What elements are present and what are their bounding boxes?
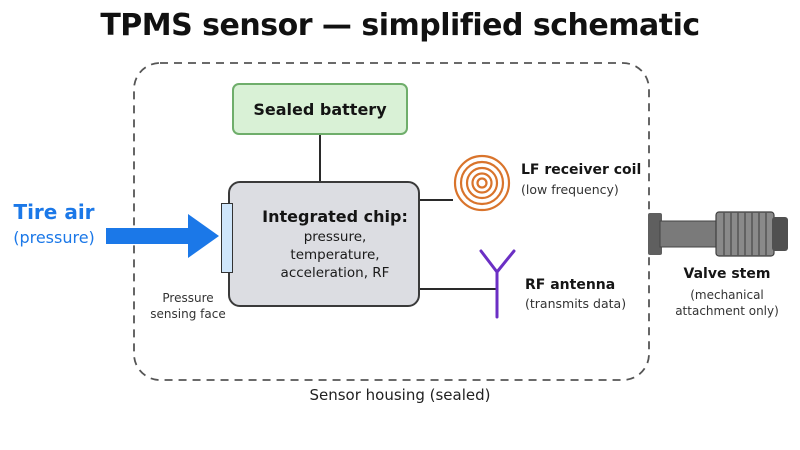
sealed-battery-box: Sealed battery (232, 83, 408, 135)
chip-line-temperature: temperature, (290, 246, 380, 263)
tire-air-title: Tire air (13, 200, 95, 224)
valve-stem-title: Valve stem (683, 266, 771, 282)
chip-line-acceleration: acceleration, RF (280, 264, 390, 281)
rf-antenna-subtitle: (transmits data) (525, 296, 627, 311)
chip-line-pressure: pressure, (303, 228, 367, 245)
valve-stem-icon (648, 211, 788, 257)
valve-stem-subtitle-line-1: (mechanical (690, 288, 764, 302)
lf-coil-title: LF receiver coil (521, 162, 642, 178)
pressure-sensing-face (221, 203, 233, 273)
sensing-face-label-line-2: sensing face (150, 307, 226, 321)
chip-title: Integrated chip: (262, 206, 408, 226)
rf-antenna-title: RF antenna (525, 277, 616, 293)
tire-air-subtitle: (pressure) (13, 228, 95, 247)
sensing-face-label: Pressure sensing face (140, 290, 236, 322)
battery-label: Sealed battery (253, 99, 387, 119)
integrated-chip-box: Integrated chip: pressure, temperature, … (228, 181, 420, 307)
sensor-housing-label: Sensor housing (sealed) (309, 386, 491, 404)
lf-coil-subtitle: (low frequency) (521, 182, 619, 197)
valve-stem-subtitle-line-2: attachment only) (675, 304, 779, 318)
rf-antenna-icon (479, 249, 516, 319)
tire-air-arrow (106, 214, 219, 258)
diagram-title: TPMS sensor — simplified schematic (100, 8, 700, 43)
lf-coil-icon (453, 154, 511, 212)
sensing-face-label-line-1: Pressure (162, 291, 214, 305)
valve-stem-subtitle: (mechanical attachment only) (660, 287, 794, 319)
